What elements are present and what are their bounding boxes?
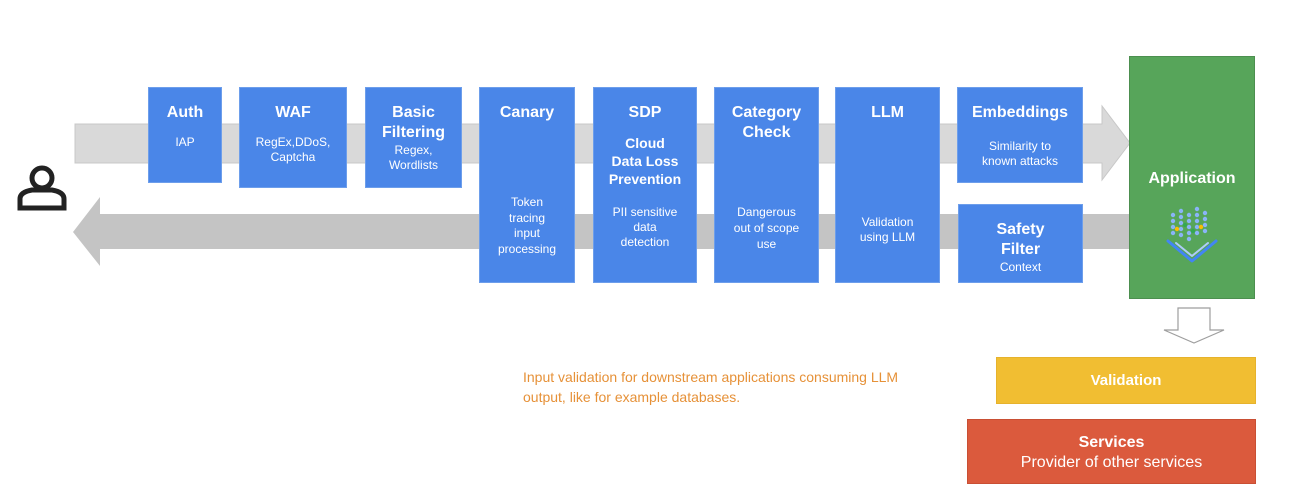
category-check-sub: Dangerous out of scope use bbox=[733, 205, 800, 251]
services-box: Services Provider of other services bbox=[967, 419, 1256, 484]
validation-box: Validation bbox=[996, 357, 1256, 404]
validation-title: Validation bbox=[1090, 372, 1162, 389]
llm-box: LLM Validation using LLM bbox=[835, 87, 940, 283]
waf-title: WAF bbox=[275, 104, 311, 121]
services-title: Services bbox=[1078, 434, 1145, 451]
application-title: Application bbox=[1148, 170, 1236, 187]
embeddings-title: Embeddings bbox=[971, 104, 1068, 121]
auth-title: Auth bbox=[166, 104, 204, 121]
services-sub: Provider of other services bbox=[1020, 454, 1203, 471]
basic-filtering-sub: Regex, Wordlists bbox=[388, 143, 439, 172]
safety-filter-title: Safety Filter bbox=[996, 221, 1045, 258]
safety-filter-box: Safety Filter Context bbox=[958, 204, 1083, 283]
auth-box: Auth IAP bbox=[148, 87, 222, 183]
llm-sub: Validation using LLM bbox=[859, 215, 916, 244]
sdp-title: SDP bbox=[628, 104, 662, 121]
basic-filtering-box: Basic Filtering Regex, Wordlists bbox=[365, 87, 462, 188]
category-check-box: Category Check Dangerous out of scope us… bbox=[714, 87, 819, 283]
down-arrow-icon bbox=[1163, 307, 1225, 344]
waf-sub: RegEx,DDoS, Captcha bbox=[255, 135, 331, 164]
downstream-validation-note: Input validation for downstream applicat… bbox=[523, 369, 899, 405]
sdp-box: SDP Cloud Data Loss Prevention PII sensi… bbox=[593, 87, 697, 283]
sdp-subtitle: Cloud Data Loss Prevention bbox=[608, 135, 682, 187]
canary-title: Canary bbox=[499, 104, 555, 121]
sdp-sub: PII sensitive data detection bbox=[612, 205, 678, 249]
ai-app-icon bbox=[1166, 206, 1218, 263]
embeddings-sub: Similarity to known attacks bbox=[981, 139, 1059, 168]
user-icon bbox=[17, 165, 67, 211]
embeddings-box: Embeddings Similarity to known attacks bbox=[957, 87, 1083, 183]
llm-title: LLM bbox=[871, 104, 904, 121]
canary-sub: Token tracing input processing bbox=[497, 195, 557, 256]
safety-filter-sub: Context bbox=[999, 260, 1042, 274]
basic-filtering-title: Basic Filtering bbox=[381, 104, 446, 141]
application-box: Application bbox=[1129, 56, 1255, 299]
auth-sub: IAP bbox=[175, 135, 195, 149]
canary-box: Canary Token tracing input processing bbox=[479, 87, 575, 283]
category-check-title: Category Check bbox=[731, 104, 802, 141]
waf-box: WAF RegEx,DDoS, Captcha bbox=[239, 87, 347, 188]
